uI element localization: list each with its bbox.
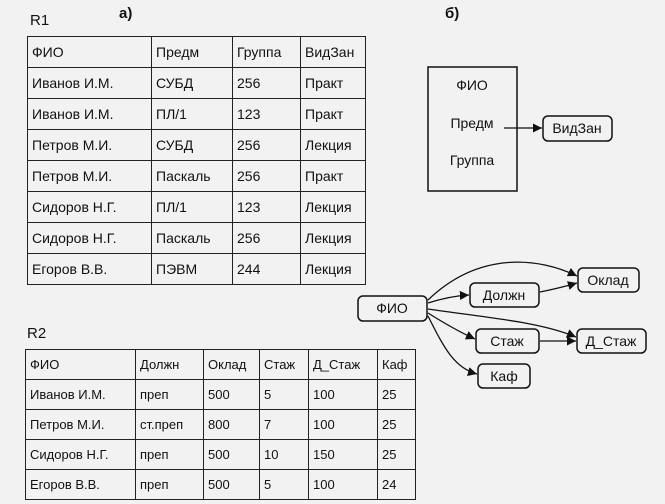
- r2-cell: преп: [135, 439, 204, 470]
- r2-cell: ст.преп: [135, 409, 204, 440]
- r2-header-cell: Должн: [135, 349, 204, 380]
- oklad-box: [577, 267, 640, 293]
- r1-cell: Петров М.И.: [27, 129, 152, 161]
- r1-cell: 256: [232, 222, 301, 254]
- r1-label: R1: [30, 12, 50, 29]
- part-b-label: б): [445, 5, 460, 22]
- r1-cell: Иванов И.М.: [27, 67, 152, 99]
- stazh-box: [475, 328, 540, 354]
- r2-cell: 100: [308, 469, 378, 500]
- arrow-fio-d-stazh: [427, 308, 577, 338]
- d-stazh-box: [576, 328, 647, 354]
- r1-cell: Егоров В.В.: [27, 253, 152, 285]
- arrow-dolzhn-oklad: [539, 281, 578, 293]
- r2-cell: 500: [203, 469, 260, 500]
- arrow-fio-oklad: [427, 261, 578, 301]
- r1-header-cell: ВидЗан: [300, 36, 366, 68]
- vidzan-text: ВидЗан: [552, 120, 601, 136]
- arrow-fio-dolzhn: [427, 290, 470, 304]
- r2-header-cell: Каф: [377, 349, 416, 380]
- r2-cell: 25: [377, 439, 416, 470]
- stazh-text: Стаж: [490, 333, 524, 349]
- r1-cell: 256: [232, 160, 301, 192]
- r1-cell: Лекция: [300, 222, 366, 254]
- diagram-b: ФИО Предм Группа ВидЗан: [427, 66, 613, 192]
- r1-cell: Паскаль: [151, 222, 233, 254]
- r2-cell: Иванов И.М.: [25, 379, 136, 410]
- r2-cell: 24: [377, 469, 416, 500]
- kaf-box: [477, 363, 531, 389]
- r2-cell: 800: [203, 409, 260, 440]
- r2-header-cell: Оклад: [203, 349, 260, 380]
- r1-cell: Практ: [300, 160, 366, 192]
- dolzhn-text: Должн: [483, 287, 525, 303]
- r1-cell: Практ: [300, 98, 366, 130]
- r2-header-cell: Д_Стаж: [308, 349, 378, 380]
- fio-text: ФИО: [376, 300, 408, 316]
- r2-cell: 100: [308, 379, 378, 410]
- box-fio-text: ФИО: [456, 77, 488, 93]
- r2-cell: Петров М.И.: [25, 409, 136, 440]
- dolzhn-box: [469, 282, 540, 308]
- r1-cell: СУБД: [151, 129, 233, 161]
- r2-cell: 150: [308, 439, 378, 470]
- r1-cell: ПЛ/1: [151, 191, 233, 223]
- oklad-text: Оклад: [587, 272, 628, 288]
- r2-cell: 7: [259, 409, 309, 440]
- arrow-fio-stazh: [427, 312, 476, 340]
- key-attributes-box: [427, 66, 518, 192]
- r2-cell: Егоров В.В.: [25, 469, 136, 500]
- r2-cell: 100: [308, 409, 378, 440]
- arrow-fio-kaf: [427, 315, 478, 376]
- part-a-label: а): [119, 5, 133, 22]
- r1-cell: Практ: [300, 67, 366, 99]
- box-predm-text: Предм: [450, 115, 493, 131]
- r1-cell: Сидоров Н.Г.: [27, 191, 152, 223]
- r1-cell: Иванов И.М.: [27, 98, 152, 130]
- fio-box: [357, 295, 428, 322]
- r1-cell: 256: [232, 67, 301, 99]
- box-gruppa-text: Группа: [450, 152, 495, 168]
- kaf-text: Каф: [490, 368, 517, 384]
- r2-cell: 10: [259, 439, 309, 470]
- r1-cell: Лекция: [300, 253, 366, 285]
- r1-cell: 256: [232, 129, 301, 161]
- r1-cell: 244: [232, 253, 301, 285]
- r2-cell: преп: [135, 379, 204, 410]
- d-stazh-text: Д_Стаж: [586, 333, 637, 349]
- r2-cell: 5: [259, 469, 309, 500]
- r2-label: R2: [27, 325, 47, 342]
- vidzan-box: [542, 115, 613, 142]
- r1-header-cell: Группа: [232, 36, 301, 68]
- r2-cell: 5: [259, 379, 309, 410]
- r1-cell: ПЭВМ: [151, 253, 233, 285]
- r1-cell: СУБД: [151, 67, 233, 99]
- diagram-c: ФИО Должн Оклад Стаж Д_Стаж Каф: [357, 261, 647, 389]
- r1-header-cell: ФИО: [27, 36, 152, 68]
